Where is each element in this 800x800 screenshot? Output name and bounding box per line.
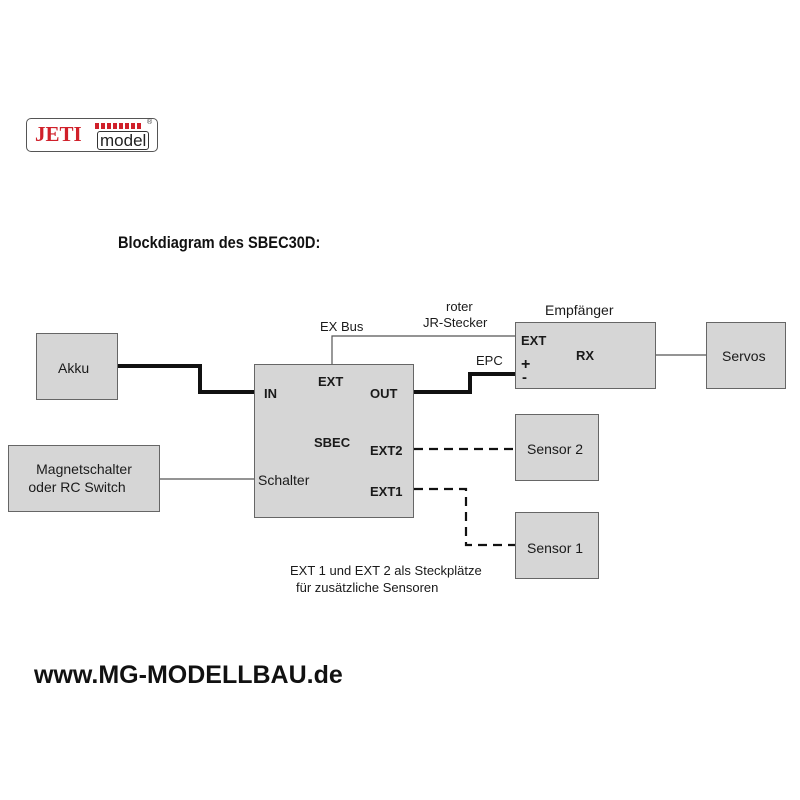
note-line1: EXT 1 und EXT 2 als Steckplätze	[290, 563, 482, 578]
block-servos	[706, 322, 786, 389]
block-sensor2	[515, 414, 599, 481]
note-line2: für zusätzliche Sensoren	[296, 580, 439, 595]
block-akku-label: Akku	[58, 360, 90, 376]
logo-sub: model	[97, 131, 150, 150]
receiver-minus: -	[522, 369, 527, 386]
block-magnetschalter-line2: oder RC Switch	[28, 479, 126, 495]
label-jr-stecker: JR-Stecker	[423, 315, 488, 330]
logo-brand: JETI	[35, 122, 82, 146]
block-sensor1-label: Sensor 1	[527, 540, 584, 556]
sbec-port-out: OUT	[370, 386, 398, 401]
receiver-plus: +	[521, 356, 531, 373]
sbec-port-ext: EXT	[318, 374, 344, 389]
label-epc: EPC	[476, 353, 503, 368]
receiver-port-ext: EXT	[521, 333, 547, 348]
wire-akku-in	[118, 364, 254, 394]
label-roter: roter	[446, 299, 473, 314]
logo-stripe	[95, 123, 141, 129]
sbec-port-schalter: Schalter	[258, 472, 310, 488]
block-servos-label: Servos	[722, 348, 766, 364]
wire-out-epc	[414, 372, 515, 394]
block-akku	[36, 333, 118, 400]
sbec-port-ext2: EXT2	[370, 443, 403, 458]
diagram-title: Blockdiagram des SBEC30D:	[118, 233, 321, 252]
logo-registered: ®	[147, 119, 153, 126]
block-sensor2-label: Sensor 2	[527, 441, 584, 457]
jeti-model-logo: JETI model ®	[26, 118, 158, 152]
receiver-caption: Empfänger	[545, 302, 614, 318]
sbec-name: SBEC	[314, 435, 351, 450]
block-magnetschalter-line1: Magnetschalter	[36, 461, 132, 477]
wire-exbus	[331, 335, 515, 364]
sbec-port-ext1: EXT1	[370, 484, 403, 499]
block-sbec	[254, 364, 414, 518]
receiver-name: RX	[576, 348, 595, 363]
block-sensor1	[515, 512, 599, 579]
sbec-port-in: IN	[264, 386, 277, 401]
wire-ext1-sensor1	[414, 487, 515, 547]
label-ex-bus: EX Bus	[320, 319, 364, 334]
block-receiver	[515, 322, 656, 389]
block-magnetschalter	[8, 445, 160, 512]
footer-url: www.MG-MODELLBAU.de	[34, 661, 343, 689]
